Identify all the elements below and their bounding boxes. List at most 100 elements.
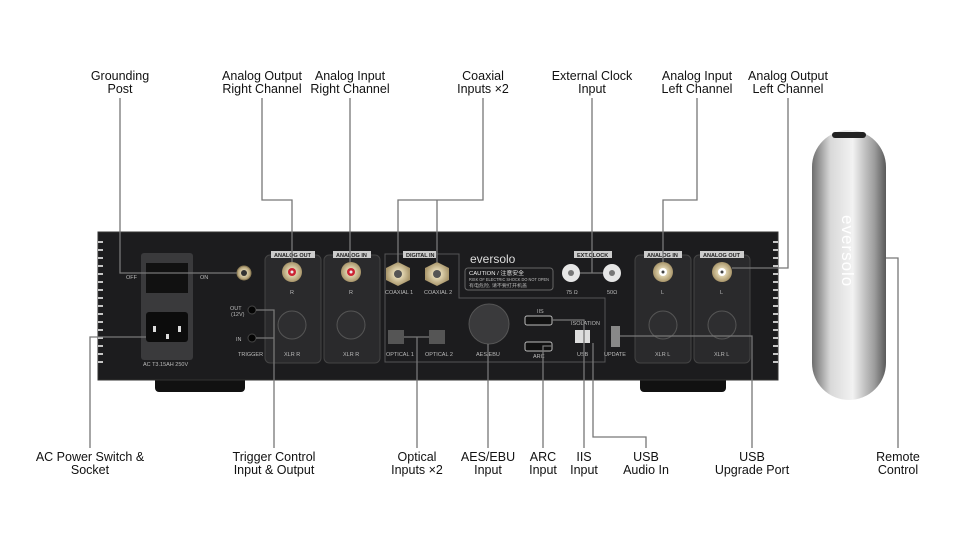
analog-out-l-tag: ANALOG OUT bbox=[703, 253, 741, 259]
l-label: L bbox=[720, 290, 723, 296]
xlr-r-label: XLR R bbox=[343, 352, 359, 358]
coaxial1-label: COAXIAL 1 bbox=[385, 290, 413, 296]
callout-line: Socket bbox=[70, 463, 110, 477]
callout-ac-power: AC Power Switch &Socket bbox=[36, 451, 144, 477]
callout-line: AES/EBU bbox=[460, 450, 516, 464]
optical-2[interactable] bbox=[429, 330, 445, 344]
usb-label: USB bbox=[577, 352, 589, 358]
callout-line: Post bbox=[107, 82, 133, 96]
ac-rating: AC T3.15AH 250V bbox=[143, 362, 188, 368]
ac-power-module[interactable] bbox=[141, 253, 193, 360]
callout-line: Input bbox=[529, 463, 557, 477]
digital-in-tag: DIGITAL IN bbox=[406, 253, 435, 259]
iis-label: IIS bbox=[537, 309, 544, 315]
xlr-in-l[interactable] bbox=[648, 310, 678, 340]
callout-line: Control bbox=[877, 463, 919, 477]
callout-line: Trigger Control bbox=[232, 450, 316, 464]
callout-line: Optical bbox=[397, 450, 437, 464]
isolation-label: ISOLATION bbox=[571, 321, 600, 327]
trigger-label: TRIGGER bbox=[238, 352, 263, 358]
callout-line: Left Channel bbox=[752, 82, 824, 96]
callout-line: Right Channel bbox=[222, 82, 302, 96]
trigger-out-label: OUT bbox=[230, 306, 242, 312]
on-label: ON bbox=[200, 275, 208, 281]
xlr-out-l[interactable] bbox=[707, 310, 737, 340]
analog-in-r-tag: ANALOG IN bbox=[336, 253, 367, 259]
xlr-l-label: XLR L bbox=[655, 352, 670, 358]
caution-line2: 有电危险, 请不要打开机盖 bbox=[469, 282, 528, 289]
callout-line: USB bbox=[633, 450, 659, 464]
trigger-in-label: IN bbox=[236, 337, 242, 343]
arc-label: ARC bbox=[533, 354, 545, 360]
xlr-out-r[interactable] bbox=[277, 310, 307, 340]
iis-hdmi-port[interactable] bbox=[524, 315, 553, 326]
caution-title: CAUTION / 注意安全 bbox=[469, 269, 525, 277]
usb-a-update-port[interactable] bbox=[611, 326, 620, 347]
trigger-out-jack[interactable] bbox=[247, 305, 257, 315]
callout-line: Left Channel bbox=[661, 82, 733, 96]
callout-line: IIS bbox=[576, 450, 592, 464]
callout-line: Analog Input bbox=[661, 69, 733, 83]
leader-lines bbox=[89, 98, 899, 448]
caution-line1: RISK OF ELECTRIC SHOCK DO NOT OPEN bbox=[469, 277, 549, 282]
optical1-label: OPTICAL 1 bbox=[386, 352, 414, 358]
optical-1[interactable] bbox=[388, 330, 404, 344]
callout-line: Inputs ×2 bbox=[391, 463, 443, 477]
off-label: OFF bbox=[126, 275, 138, 281]
callout-line: Remote bbox=[876, 450, 920, 464]
trigger-in-jack[interactable] bbox=[247, 333, 257, 343]
analog-out-r-tag: ANALOG OUT bbox=[274, 253, 312, 259]
callout-line: Input bbox=[578, 82, 606, 96]
heatsink-fins bbox=[98, 241, 778, 363]
trigger-out-voltage: (12V) bbox=[231, 312, 245, 318]
callout-line: Analog Input bbox=[314, 69, 386, 83]
ohm50-label: 50Ω bbox=[607, 290, 617, 296]
coaxial2-label: COAXIAL 2 bbox=[424, 290, 452, 296]
xlr-l-label: XLR L bbox=[714, 352, 729, 358]
usb-b-port[interactable] bbox=[575, 330, 590, 343]
xlr-in-r[interactable] bbox=[336, 310, 366, 340]
callout-line: AC Power Switch & bbox=[35, 450, 145, 464]
callout-line: Analog Output bbox=[748, 69, 828, 83]
ohm75-label: 75 Ω bbox=[566, 290, 578, 296]
r-label: R bbox=[290, 290, 294, 296]
remote-control: eversolo bbox=[812, 130, 886, 400]
brand-logo: eversolo bbox=[470, 252, 516, 266]
callout-line: Right Channel bbox=[310, 82, 390, 96]
callout-line: Audio In bbox=[623, 463, 669, 477]
callout-line: Grounding bbox=[90, 69, 150, 83]
remote-brand-logo: eversolo bbox=[838, 215, 857, 287]
r-label: R bbox=[349, 290, 353, 296]
callout-line: Input bbox=[474, 463, 502, 477]
callout-line: Analog Output bbox=[222, 69, 302, 83]
callout-line: Coaxial bbox=[462, 69, 504, 83]
callout-line: Upgrade Port bbox=[714, 463, 790, 477]
callout-line: Input bbox=[570, 463, 598, 477]
optical2-label: OPTICAL 2 bbox=[425, 352, 453, 358]
callout-line: External Clock bbox=[551, 69, 633, 83]
callout-line: Inputs ×2 bbox=[457, 82, 509, 96]
aes-ebu-port[interactable] bbox=[468, 303, 510, 345]
callout-line: USB bbox=[739, 450, 765, 464]
l-label: L bbox=[661, 290, 664, 296]
xlr-r-label: XLR R bbox=[284, 352, 300, 358]
update-label: UPDATE bbox=[604, 352, 626, 358]
callout-line: Input & Output bbox=[233, 463, 315, 477]
callout-line: ARC bbox=[529, 450, 557, 464]
